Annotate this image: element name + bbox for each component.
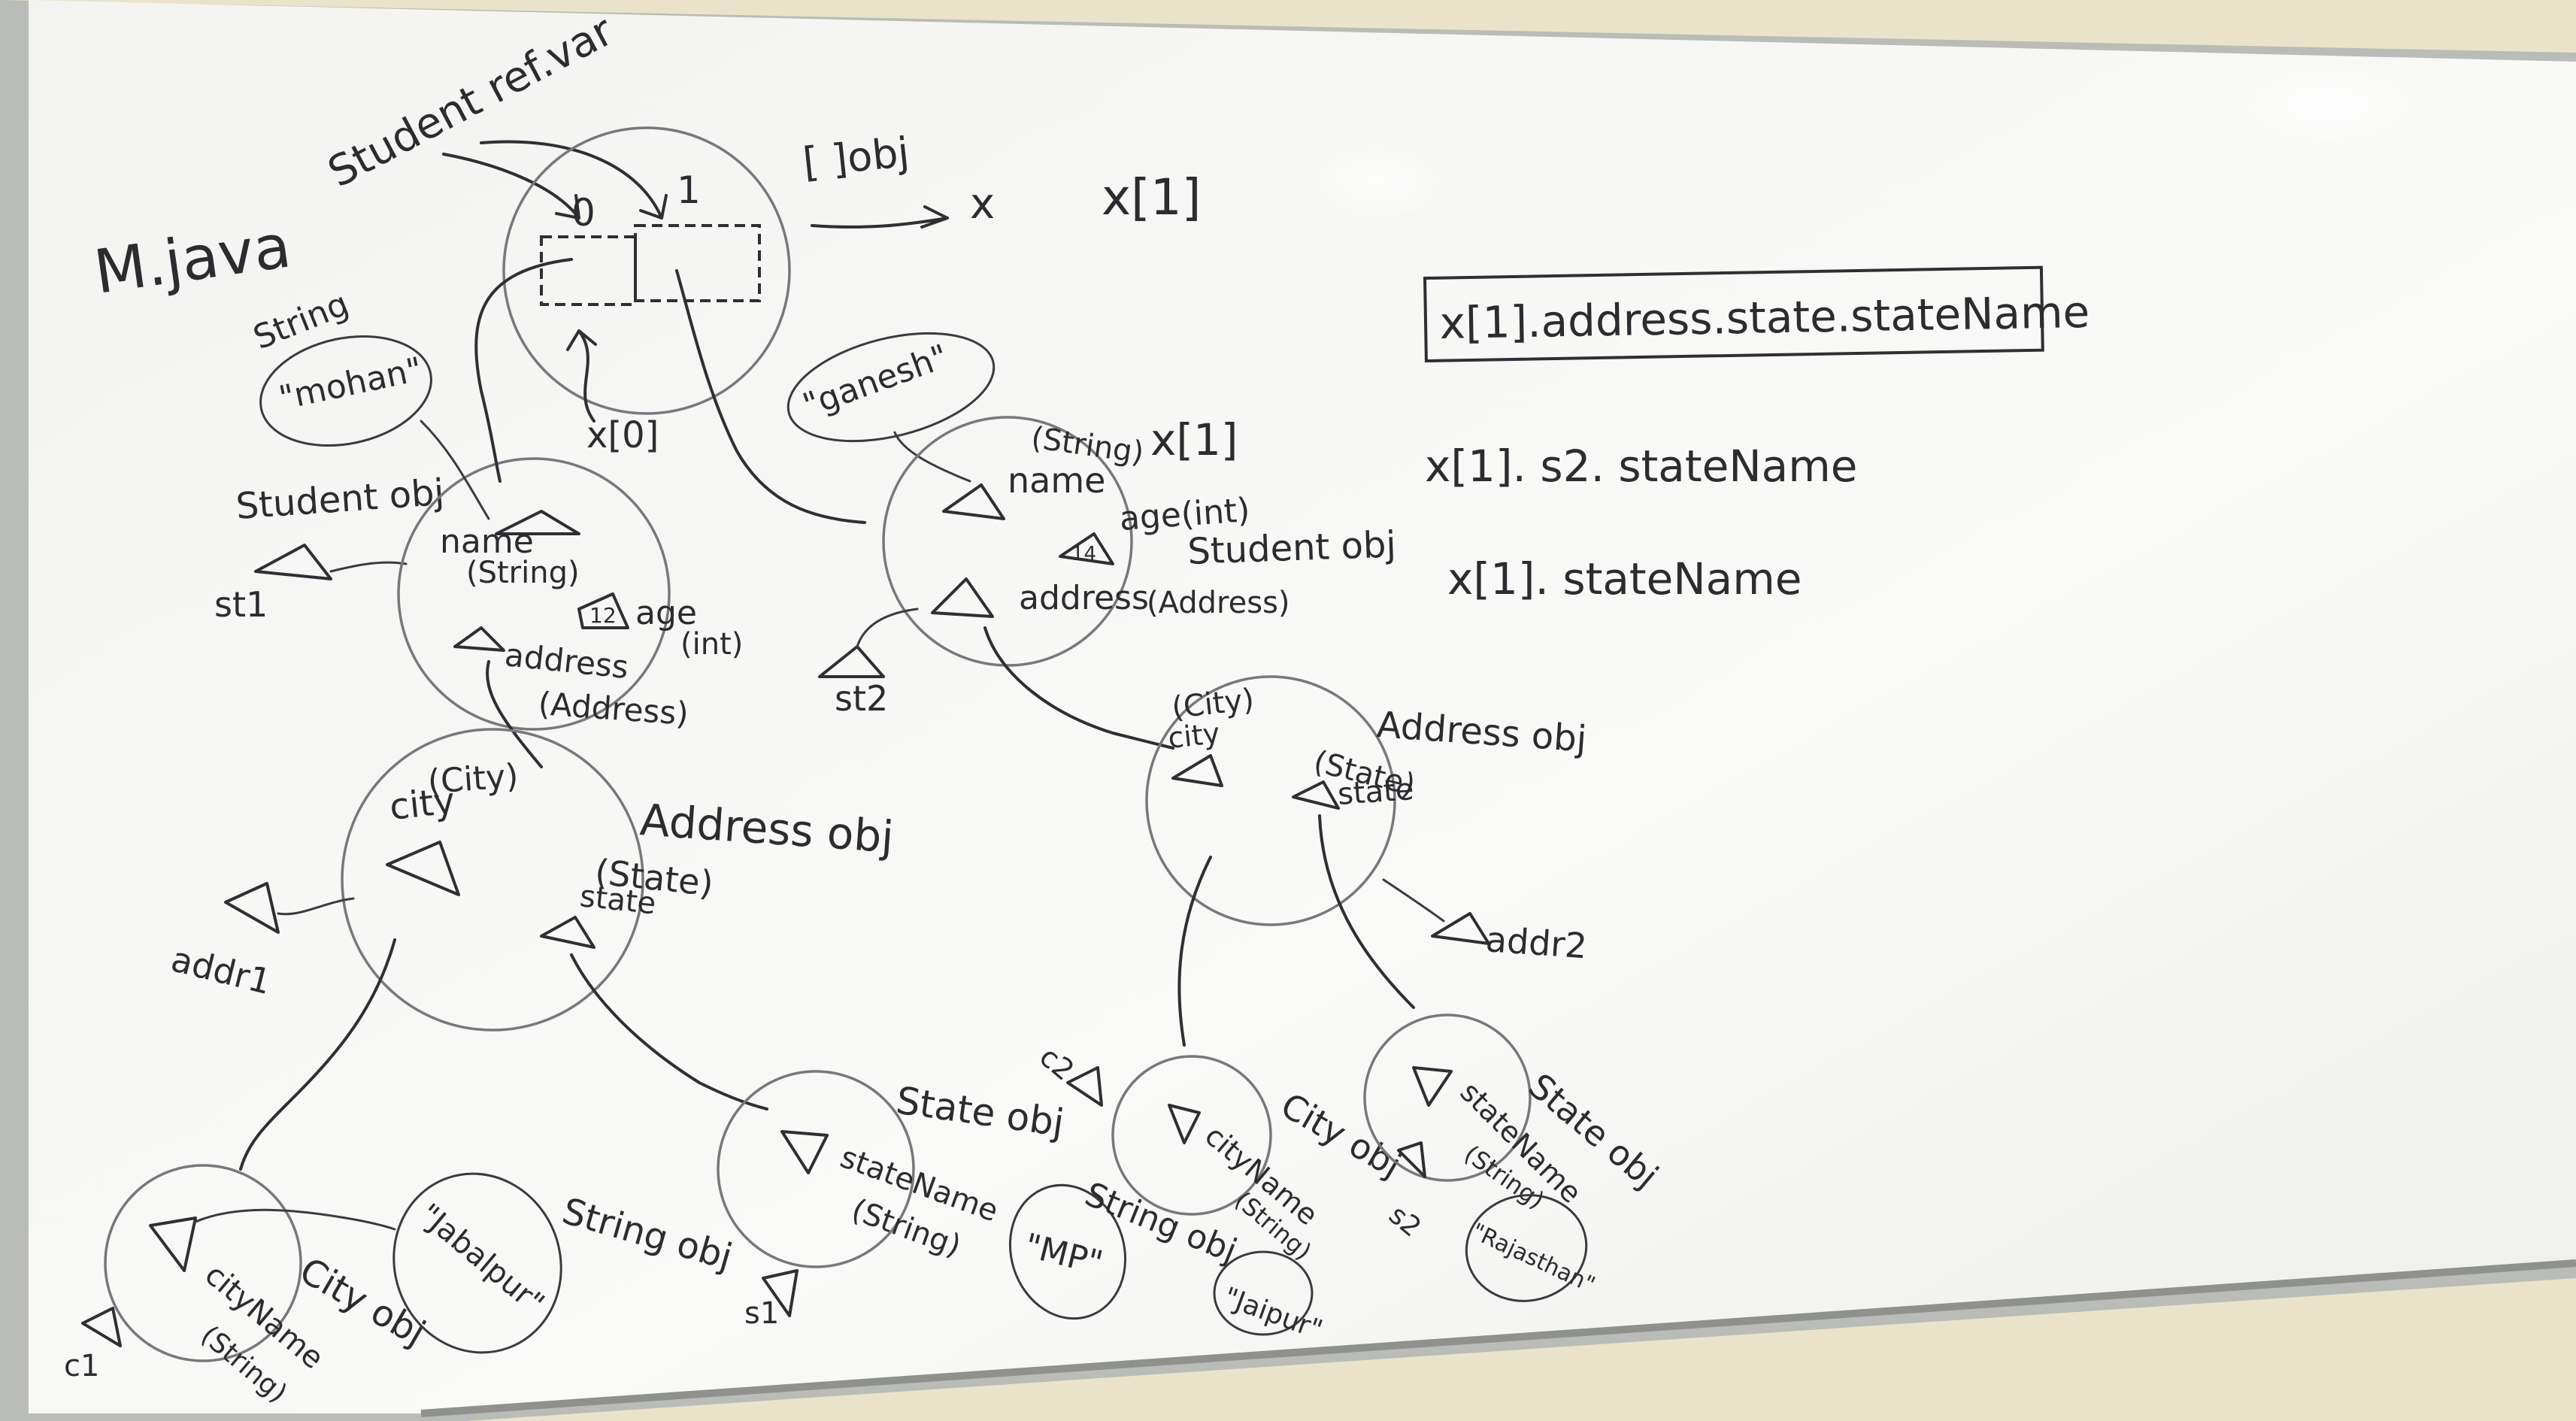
addr1-ref-triangle: [224, 882, 280, 934]
addr2-ref-triangle: [1431, 912, 1490, 945]
expression-box: [1423, 265, 2044, 363]
array-var-arrow: [811, 205, 949, 229]
right-city-link: [1177, 856, 1212, 1047]
left-name-to-string: [420, 420, 490, 520]
right-statename-ref: [1412, 1066, 1453, 1107]
left-field-age: age: [635, 594, 697, 632]
expression-2: x[1]. s2. stateName: [1425, 441, 1857, 492]
expression-boxed: x[1].address.state.stateName: [1439, 286, 2090, 349]
right-state-ref: [1292, 780, 1340, 810]
left-mp-bubble: [1008, 1183, 1127, 1320]
right-state-object: [1363, 1013, 1532, 1182]
st1-ref-triangle: [254, 544, 332, 580]
left-name-ref: [495, 510, 580, 535]
addr2-link: [1382, 878, 1445, 923]
right-address-link: [983, 626, 1174, 750]
left-address-ref: [453, 626, 505, 652]
left-cityname-link: [194, 1208, 396, 1231]
left-city-ref: [386, 841, 460, 896]
right-age-value: 14: [1071, 543, 1096, 565]
right-jaipur-bubble: [1213, 1250, 1314, 1336]
x0-pointer: [566, 329, 597, 423]
left-state: state: [578, 879, 658, 921]
addr1-link: [277, 897, 355, 916]
right-city: city: [1166, 717, 1221, 755]
right-state-link: [1318, 814, 1415, 1009]
right-field-address: address: [1019, 579, 1149, 617]
array-var: x: [970, 180, 995, 229]
light-glare-2: [1305, 139, 1447, 222]
left-field-name: name: [440, 523, 534, 561]
left-jabalpur-bubble: [392, 1172, 562, 1354]
right-cityname-ref: [1168, 1104, 1201, 1144]
left-address-link: [486, 660, 543, 768]
c1-ref-triangle: [81, 1307, 122, 1347]
light-glare: [2237, 64, 2417, 147]
left-address-object: [341, 728, 644, 1032]
left-field-name-type: (String): [466, 556, 580, 590]
right-field-address-type: (Address): [1147, 586, 1290, 620]
x0-to-left-student: [474, 258, 573, 483]
left-city: city: [387, 780, 456, 829]
x1-to-right-student: [675, 269, 866, 524]
right-name-ref: [942, 483, 1005, 520]
right-student-obj-label: Student obj: [1186, 523, 1396, 573]
left-student-object: [397, 457, 671, 731]
s1-ref-triangle: [762, 1269, 799, 1317]
right-field-name: name: [1008, 460, 1105, 501]
right-city-ref: [1171, 754, 1223, 787]
x0-label: x[0]: [586, 414, 659, 456]
right-rajasthan-bubble: [1465, 1194, 1588, 1302]
left-state-ref: [540, 916, 596, 949]
left-cityname-ref: [149, 1216, 197, 1272]
right-field-age: age(int): [1118, 491, 1251, 538]
right-address-object: [1145, 675, 1396, 926]
right-state: state: [1336, 772, 1414, 812]
c2-ref-triangle: [1066, 1066, 1103, 1107]
left-city-object: [104, 1164, 302, 1362]
st2-link: [856, 607, 919, 648]
st2-label: st2: [835, 678, 888, 719]
left-city-type: (City): [426, 757, 520, 801]
right-address-ref: [931, 577, 994, 618]
left-age-value: 12: [589, 603, 617, 628]
right-name-to-string: [893, 431, 971, 483]
array-label: [ ]obj: [801, 128, 911, 186]
expression-3: x[1]. stateName: [1447, 553, 1802, 604]
left-city-link: [239, 938, 396, 1171]
st1-label: st1: [214, 584, 268, 625]
board-bottom-tray: [420, 1259, 2576, 1417]
array-index-1: 1: [677, 168, 701, 212]
left-string-bubble: [259, 335, 432, 447]
right-x1-ref: x[1]: [1150, 414, 1238, 465]
right-student-object: [882, 416, 1133, 667]
right-age-box: [1059, 532, 1114, 565]
array-index-0: 0: [571, 191, 596, 235]
addr2-label: addr2: [1484, 919, 1588, 966]
s1-label: s1: [744, 1296, 779, 1331]
st1-link: [329, 561, 408, 573]
st2-ref-triangle: [818, 645, 885, 678]
c1-label: c1: [64, 1349, 99, 1383]
ref-arrow-1: [480, 140, 668, 220]
x1-label-top: x[1]: [1102, 168, 1202, 226]
array-object-bubble: [502, 126, 791, 415]
right-string-bubble: [786, 332, 996, 443]
right-city-object: [1111, 1055, 1272, 1216]
left-field-age-type: (int): [680, 627, 743, 662]
ref-arrow-0: [442, 153, 580, 220]
s2-ref-triangle: [1397, 1141, 1426, 1178]
left-age-box: [577, 592, 629, 629]
left-state-object: [717, 1070, 915, 1268]
array-cell-0: [540, 235, 637, 306]
right-city-type: (City): [1170, 683, 1256, 726]
left-statename-ref: [780, 1130, 829, 1174]
